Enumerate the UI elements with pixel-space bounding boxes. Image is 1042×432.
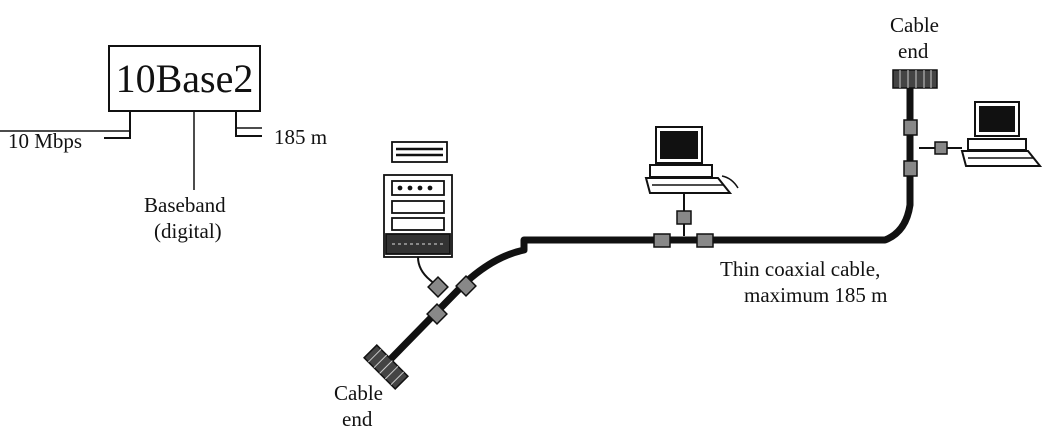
terminator-icon [363, 344, 409, 390]
cable-end-bottom-label-line2: end [342, 407, 373, 431]
signaling-label-line2: (digital) [154, 219, 222, 243]
cable-end-top-label-line1: Cable [890, 13, 939, 37]
terminator-icon [892, 69, 938, 89]
server-icon [383, 141, 453, 258]
signaling-label-line1: Baseband [144, 193, 226, 217]
computer-icon [644, 126, 739, 194]
t-connector-icon [903, 119, 948, 177]
cable-description-line1: Thin coaxial cable, [720, 257, 881, 281]
computer-icon [960, 101, 1042, 167]
segment-length-label: 185 m [274, 125, 328, 149]
cable-end-bottom-label-line1: Cable [334, 381, 383, 405]
standard-name: 10Base2 [108, 45, 261, 112]
data-rate-label: 10 Mbps [8, 129, 83, 153]
legend-bracket [0, 112, 262, 190]
t-connector-icon [426, 275, 477, 325]
cable-end-top-label-line2: end [898, 39, 929, 63]
drop-cable [417, 256, 438, 287]
cable-description-line2: maximum 185 m [744, 283, 888, 307]
t-connector-icon [653, 210, 714, 248]
coax-cable [375, 78, 914, 375]
